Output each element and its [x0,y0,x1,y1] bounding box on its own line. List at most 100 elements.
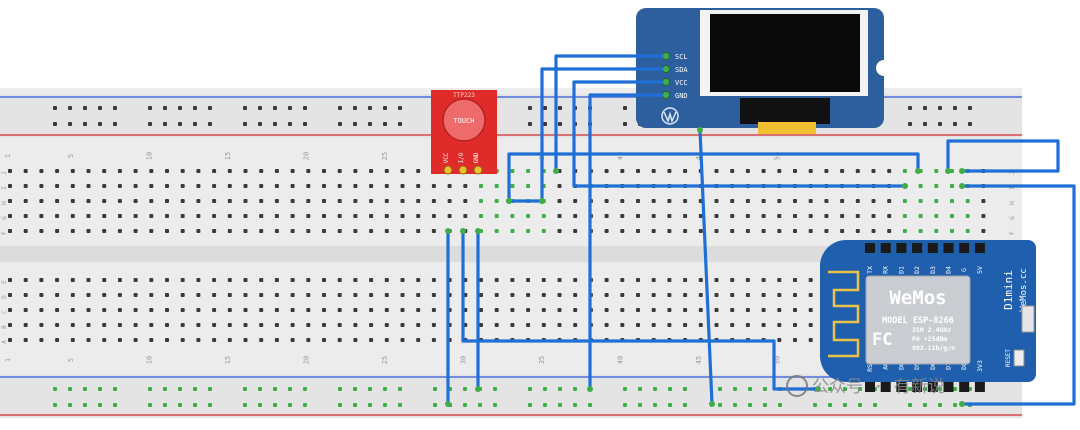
breadboard-hole [934,169,939,173]
breadboard-hole [398,106,402,110]
touch-pin-label: I/O [458,152,465,163]
wire-wemos-loop-right[interactable] [960,184,1076,406]
breadboard-hole [258,122,262,126]
wire-end [697,127,703,133]
wire-oled-sda[interactable] [540,67,668,203]
reset-button[interactable] [1013,349,1025,367]
breadboard-hole [290,308,295,312]
breadboard-hole [873,403,877,407]
wire-oled-ground-rail[interactable] [698,128,714,406]
breadboard-hole [212,293,217,297]
wemos-pin-label: D8 [960,362,968,370]
breadboard-hole [165,293,169,297]
breadboard-hole [871,169,876,173]
breadboard-hole [384,278,389,282]
wemos-pin-rx[interactable] [880,243,891,253]
breadboard-hole [70,199,75,203]
breadboard-hole [840,199,845,203]
wemos-pin-3v3[interactable] [974,382,985,392]
column-number: 35 [538,356,546,364]
wemos-pin-d7[interactable] [943,382,954,392]
wire-oled-scl[interactable] [554,54,668,173]
breadboard-hole [243,387,247,391]
breadboard-hole [416,214,421,218]
breadboard-hole [165,214,169,218]
breadboard-hole [793,308,797,312]
wire-wemos-loop-top[interactable] [946,139,1060,173]
breadboard-hole [149,323,154,327]
usb-port [1021,305,1035,333]
breadboard-hole [196,338,201,342]
breadboard-hole [918,214,923,218]
row-letter: I [1009,186,1016,190]
wemos-pin-d2[interactable] [912,243,923,253]
wemos-pin-rst[interactable] [865,382,875,392]
breadboard-hole [714,293,719,297]
breadboard-hole [416,293,421,297]
breadboard-hole [133,323,138,327]
breadboard-hole [761,278,766,282]
breadboard-hole [400,323,405,327]
wemos-pin-d0[interactable] [896,382,907,392]
wire-touch-io[interactable] [461,229,820,391]
wemos-pin-d1[interactable] [896,243,907,253]
breadboard-hole [337,323,342,327]
breadboard-hole [981,229,986,233]
breadboard-hole [23,308,28,312]
wemos-pin-d5[interactable] [912,382,923,392]
wemos-pin-d6[interactable] [927,382,938,392]
wemos-spec-3: 802.11b/g/n [912,344,955,352]
breadboard-hole [416,338,421,342]
wemos-pin-d8[interactable] [959,382,970,392]
breadboard-hole [290,169,295,173]
breadboard-hole [510,184,515,188]
breadboard-hole [149,214,154,218]
row-letter: D [1,295,8,299]
breadboard-hole [102,184,107,188]
wemos-pin-a0[interactable] [880,382,891,392]
touch-pad-label: TOUCH [453,117,474,125]
breadboard-hole [117,293,122,297]
touch-pin-vcc[interactable] [443,165,453,175]
wemos-pin-label: D4 [945,266,953,274]
breadboard-hole [259,338,264,342]
breadboard-hole [494,184,499,188]
breadboard-hole [384,169,389,173]
touch-pin-gnd[interactable] [473,165,483,175]
breadboard-hole [68,106,72,110]
wemos-pin-g[interactable] [959,243,970,253]
breadboard-hole [39,338,44,342]
wemos-pin-label: A0 [882,362,890,370]
column-number: 1 [4,358,12,362]
wire-oled-vcc[interactable] [572,80,907,188]
breadboard-hole [208,403,212,407]
touch-pad[interactable] [442,98,486,142]
breadboard-hole [557,323,562,327]
touch-pin-io[interactable] [458,165,468,175]
breadboard-hole [808,308,813,312]
breadboard-hole [322,199,326,203]
wemos-pin-5v[interactable] [974,243,985,253]
column-number: 10 [145,152,153,160]
wire-oled-gnd[interactable] [588,93,668,391]
breadboard-hole [369,169,374,173]
wemos-pin-tx[interactable] [865,243,875,253]
row-letter: H [1009,201,1016,205]
breadboard-hole [433,387,437,391]
breadboard-hole [39,278,44,282]
breadboard-hole [212,184,217,188]
breadboard-hole [638,403,642,407]
breadboard-hole [683,169,688,173]
breadboard-hole [369,184,374,188]
wemos-pin-d3[interactable] [927,243,938,253]
breadboard-hole [149,229,154,233]
breadboard-hole [290,214,295,218]
breadboard-hole [53,403,57,407]
column-number: 5 [67,358,75,362]
wemos-pin-d4[interactable] [943,243,954,253]
breadboard-hole [70,169,75,173]
wire-jumper-row[interactable] [507,152,920,203]
breadboard-hole [23,229,28,233]
breadboard-hole [322,293,326,297]
breadboard-hole [683,308,688,312]
